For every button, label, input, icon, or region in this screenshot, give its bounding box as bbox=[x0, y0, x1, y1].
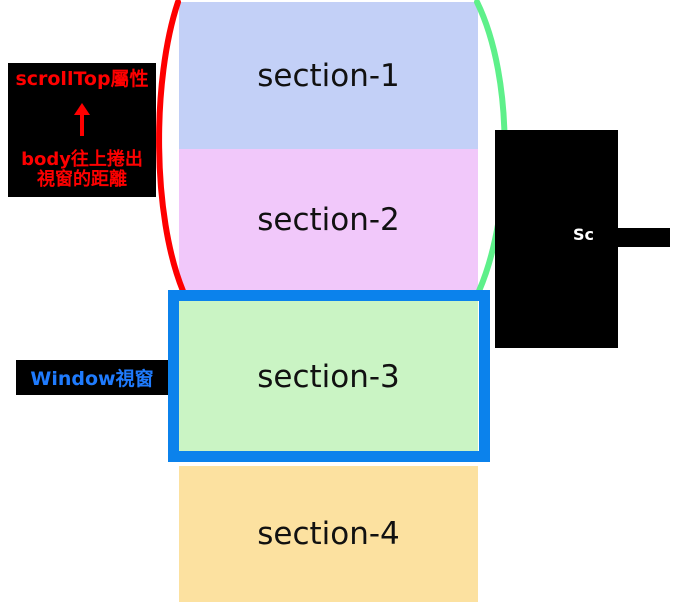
section-label: section-4 bbox=[257, 516, 400, 552]
section-block-2: section-2 bbox=[179, 149, 478, 291]
window-viewport-frame bbox=[168, 290, 490, 462]
section-label: section-2 bbox=[257, 202, 400, 238]
window-label: Window視窗 bbox=[30, 368, 154, 390]
scrollheight-annotation: Sc bbox=[495, 130, 618, 348]
scrollheight-redaction-bar bbox=[598, 228, 670, 247]
section-block-4: section-4 bbox=[179, 466, 478, 602]
scrolltop-annotation: scrollTop屬性 body往上捲出 視窗的距離 bbox=[8, 63, 156, 197]
arrow-up-glyph bbox=[74, 102, 90, 136]
window-annotation: Window視窗 bbox=[16, 360, 168, 395]
scrollheight-label: Sc bbox=[573, 225, 595, 244]
section-label: section-3 bbox=[257, 358, 400, 395]
section-label: section-1 bbox=[257, 57, 400, 94]
section-block-1: section-1 bbox=[179, 2, 478, 149]
section-block-3: section-3 bbox=[179, 301, 478, 452]
arrow-up-icon bbox=[8, 102, 156, 137]
scrolltop-desc-line1: body往上捲出 bbox=[21, 149, 143, 171]
scrolltop-title: scrollTop屬性 bbox=[15, 68, 149, 90]
scrolltop-desc-line2: 視窗的距離 bbox=[37, 168, 127, 190]
